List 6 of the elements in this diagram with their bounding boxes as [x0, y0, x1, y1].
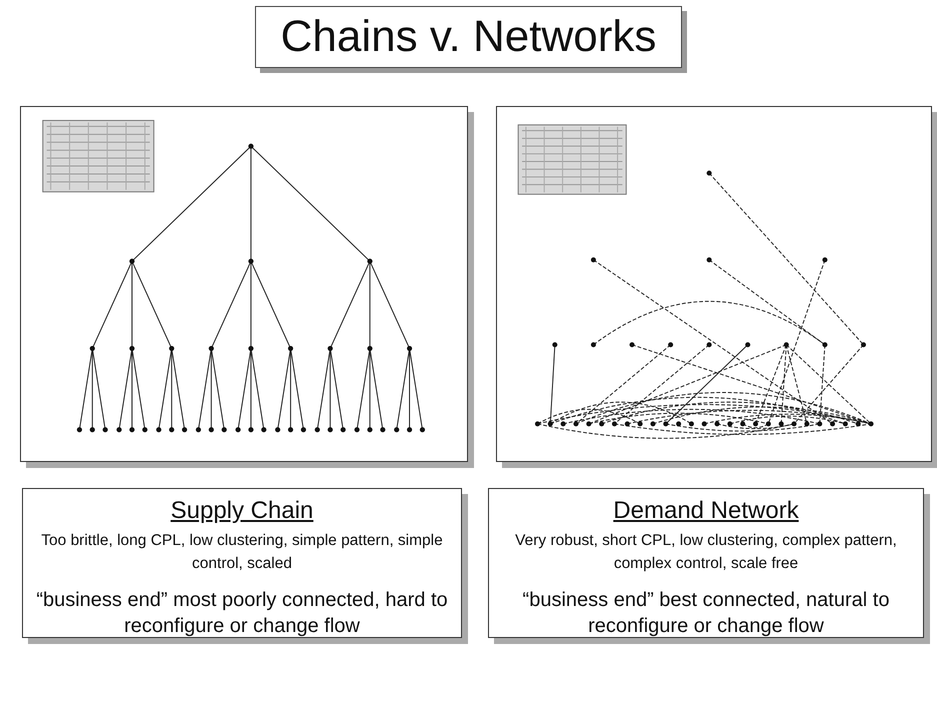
- panel-description: Very robust, short CPL, low clustering, complex pattern, complex control, scale free: [514, 531, 898, 574]
- panel-note: “business end” most poorly connected, hard to reconfigure or change flow: [35, 588, 449, 639]
- panel-description: Too brittle, long CPL, low clustering, simple pattern, simple control, scaled: [40, 531, 444, 574]
- panel-heading: Supply Chain: [170, 497, 314, 525]
- panel-note: “business end” best connected, natural to reconfigure or change flow: [522, 588, 890, 639]
- panel-heading: Demand Network: [613, 497, 799, 525]
